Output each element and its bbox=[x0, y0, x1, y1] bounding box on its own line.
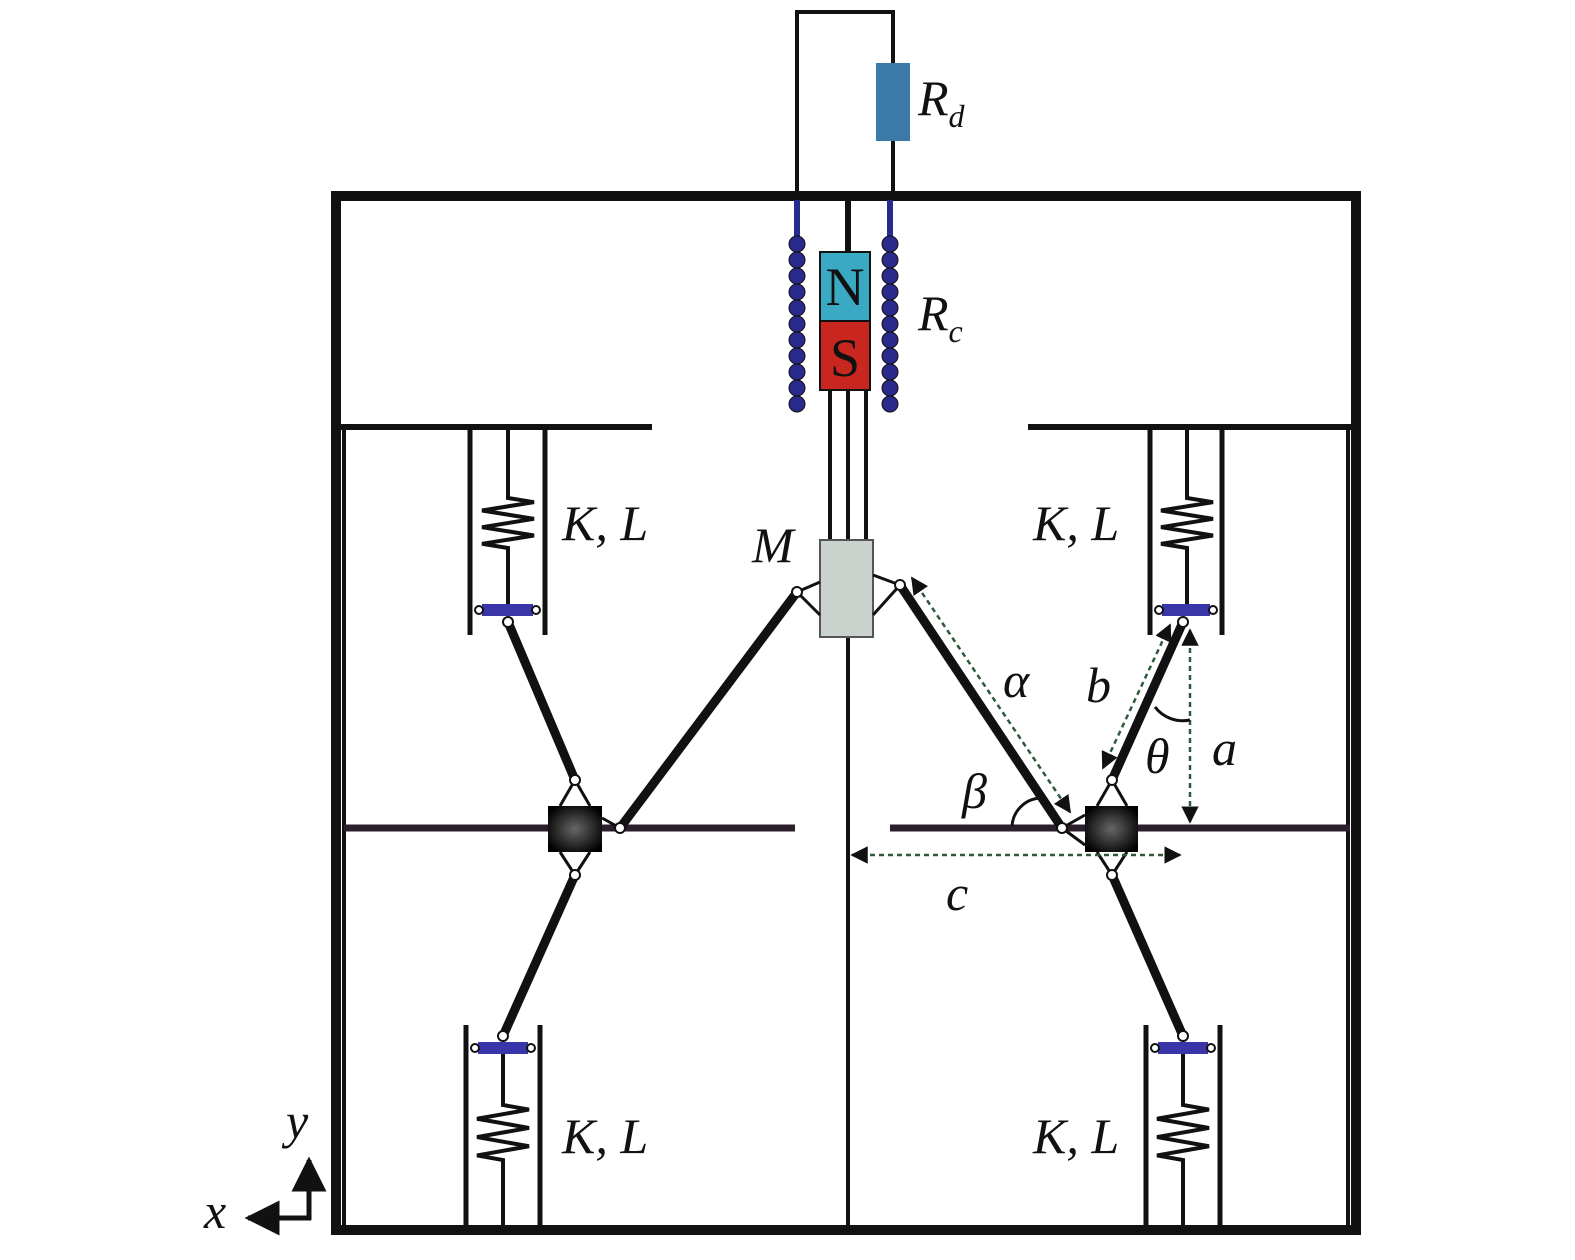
magnet-north-label: N bbox=[826, 257, 865, 317]
angle-theta-label: θ bbox=[1145, 728, 1170, 784]
mass-label: M bbox=[751, 517, 796, 573]
dimension-lines bbox=[850, 576, 1199, 864]
coil-turn bbox=[788, 315, 806, 333]
axis-x-label: x bbox=[203, 1183, 226, 1239]
angle-beta-label: β bbox=[961, 763, 987, 819]
coil-turn bbox=[788, 283, 806, 301]
spring-bl-label: K, L bbox=[561, 1108, 648, 1164]
resistor-rd-label: Rd bbox=[917, 70, 966, 134]
spring-units bbox=[463, 430, 1225, 1228]
coil-turn bbox=[881, 331, 899, 349]
coil-turn bbox=[881, 363, 899, 381]
coil-turn bbox=[788, 363, 806, 381]
spring-plate bbox=[478, 1042, 528, 1054]
spring-icon bbox=[1160, 430, 1214, 610]
magnet-south bbox=[819, 320, 871, 391]
spring-unit bbox=[1143, 1025, 1223, 1228]
coil-turn bbox=[881, 299, 899, 317]
slider-right bbox=[1085, 806, 1138, 852]
spring-icon bbox=[476, 1048, 530, 1228]
coil-turn bbox=[788, 235, 806, 253]
coordinate-axes bbox=[244, 1156, 327, 1236]
spring-icon bbox=[1156, 1048, 1210, 1228]
coil-turn bbox=[788, 331, 806, 349]
coil-turn bbox=[788, 347, 806, 365]
outer-frame bbox=[331, 191, 1361, 1235]
spring-plate bbox=[482, 604, 533, 616]
spring-unit bbox=[467, 430, 548, 635]
external-circuit bbox=[795, 10, 910, 195]
coil-rc bbox=[788, 200, 899, 413]
coil-turn bbox=[881, 235, 899, 253]
spring-icon bbox=[481, 430, 535, 610]
slider-left bbox=[548, 806, 602, 852]
offset-c-label: c bbox=[946, 865, 968, 921]
coil-turn bbox=[881, 283, 899, 301]
axis-y-label: y bbox=[281, 1093, 309, 1149]
coil-turn bbox=[881, 379, 899, 397]
height-a-label: a bbox=[1212, 720, 1237, 776]
spring-plate bbox=[1162, 604, 1210, 616]
coil-turn bbox=[788, 299, 806, 317]
coil-turn bbox=[788, 251, 806, 269]
magnet-south-label: S bbox=[830, 328, 860, 388]
mass-m bbox=[819, 539, 874, 638]
spring-tr-label: K, L bbox=[1032, 495, 1119, 551]
resistor-rd bbox=[876, 63, 910, 141]
coil-turn bbox=[788, 379, 806, 397]
resistor-rc-label: Rc bbox=[917, 285, 963, 349]
coil-turn bbox=[881, 315, 899, 333]
coil-turn bbox=[881, 347, 899, 365]
spring-plate bbox=[1158, 1042, 1208, 1054]
spring-unit bbox=[463, 1025, 543, 1228]
spring-br-label: K, L bbox=[1032, 1108, 1119, 1164]
coil-turn bbox=[881, 395, 899, 413]
joint-brackets bbox=[558, 573, 1129, 876]
spring-tl-label: K, L bbox=[561, 495, 648, 551]
coil-turn bbox=[881, 267, 899, 285]
coil-turn bbox=[788, 267, 806, 285]
pivots bbox=[497, 579, 1189, 1042]
spring-unit bbox=[1147, 430, 1225, 635]
linkages bbox=[498, 580, 1188, 1041]
coil-turn bbox=[881, 251, 899, 269]
link-length-b-label: b bbox=[1086, 657, 1111, 713]
coil-turn bbox=[788, 395, 806, 413]
link-length-alpha-label: α bbox=[1003, 652, 1031, 708]
